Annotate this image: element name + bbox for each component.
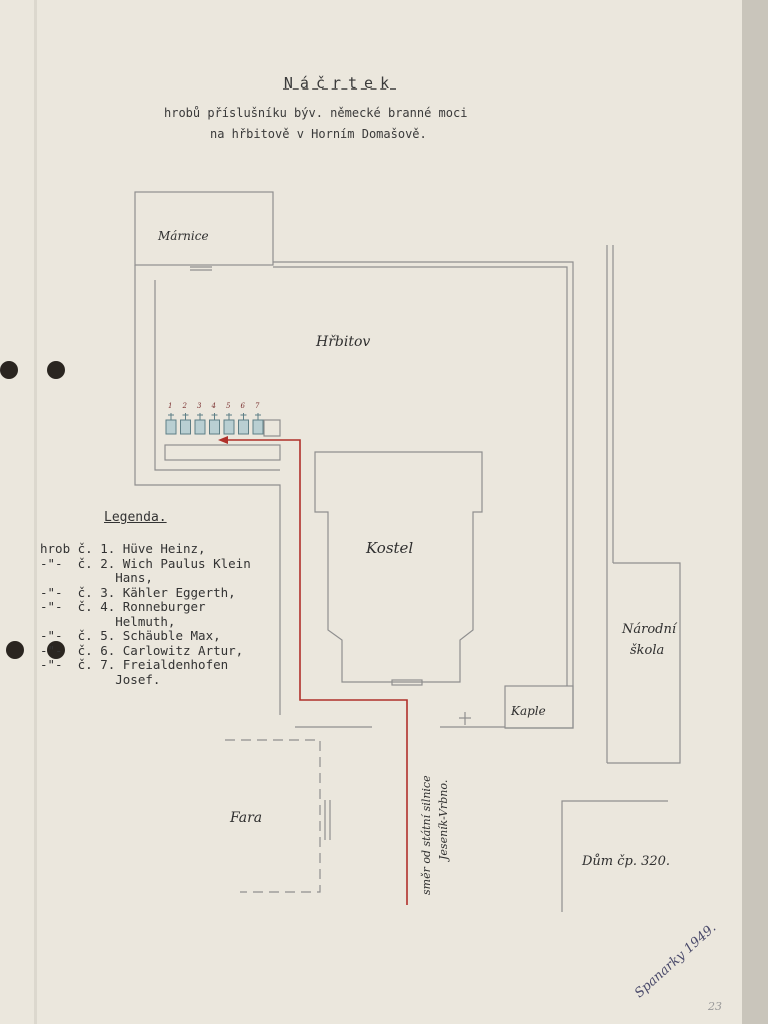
document-subtitle-line1: hrobů příslušníku býv. německé branné mo… <box>164 106 468 120</box>
legend-title: Legenda. <box>104 510 167 525</box>
document-title: Náčrtek <box>283 74 397 92</box>
house-320-outline <box>561 800 668 912</box>
route-arrowhead <box>218 436 228 444</box>
grave-number: 4 <box>211 402 216 410</box>
legend-list: hrob č. 1. Hüve Heinz, -"- č. 2. Wich Pa… <box>40 541 251 687</box>
grave-marker <box>238 419 249 435</box>
punch-hole <box>0 361 18 379</box>
punch-hole <box>47 361 65 379</box>
grave-marker <box>165 419 177 435</box>
grave-number: 2 <box>182 402 187 410</box>
grave-number: 6 <box>240 402 245 410</box>
grave-number: 1 <box>168 402 173 410</box>
grave-number: 7 <box>255 402 260 410</box>
mortuary-label: Márnice <box>158 229 209 243</box>
chapel-outline <box>504 685 574 729</box>
church-label: Kostel <box>366 539 414 557</box>
route-label-line2: Jeseník-Vrbno. <box>437 779 450 860</box>
route-label-line1: směr od státní silnice <box>420 775 433 895</box>
grave-marker <box>223 419 235 435</box>
house-320-label: Dům čp. 320. <box>582 854 671 869</box>
grave-marker <box>180 419 191 435</box>
rectory-label: Fara <box>230 810 263 826</box>
cemetery-inner-wall <box>154 280 280 471</box>
grave-marker <box>209 419 220 435</box>
mortuary-outline <box>134 191 274 266</box>
punch-hole <box>6 641 24 659</box>
cemetery-east-wall <box>273 261 574 729</box>
school-label-line1: Národní <box>622 622 677 637</box>
grave-number: 3 <box>197 402 202 410</box>
grave-marker <box>252 419 264 435</box>
school-outline <box>607 562 681 764</box>
grave-number: 5 <box>226 402 231 410</box>
cemetery-label: Hřbitov <box>316 334 371 350</box>
path-strip <box>164 444 281 461</box>
church-outline <box>314 451 483 683</box>
chapel-label: Kaple <box>511 704 546 718</box>
grave-marker <box>194 419 206 435</box>
school-label-line2: škola <box>630 643 665 658</box>
page-edge <box>742 0 768 1024</box>
route-line <box>224 439 408 905</box>
page-number: 23 <box>708 1000 722 1013</box>
punch-hole <box>47 641 65 659</box>
page-fold <box>34 0 37 1024</box>
cemetery-west-wall <box>134 265 281 715</box>
document-subtitle-line2: na hřbitově v Horním Domašově. <box>210 127 427 141</box>
